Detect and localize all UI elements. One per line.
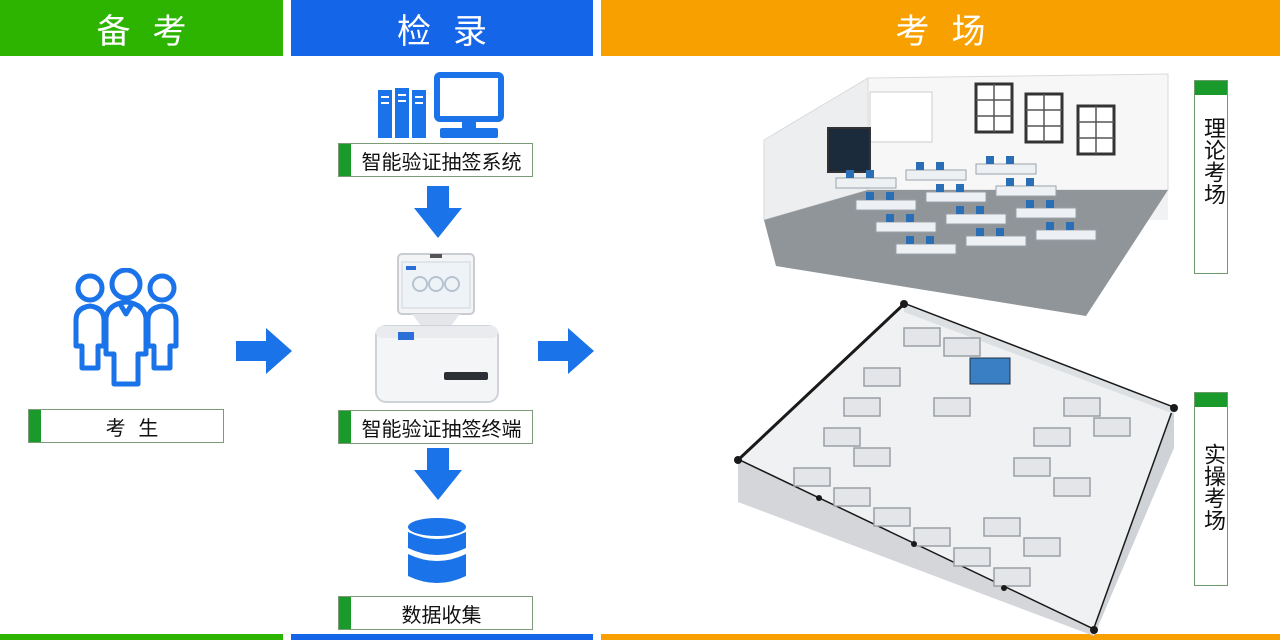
- label-tab: [339, 411, 351, 443]
- theory-hall-label-box: 理论考场: [1194, 80, 1228, 274]
- candidate-label-box: 考 生: [28, 409, 224, 443]
- practical-hall-label-box: 实操考场: [1194, 392, 1228, 586]
- arrow-down-icon: [414, 186, 462, 238]
- server-icon: [378, 88, 426, 138]
- label-tab: [339, 144, 351, 176]
- database-icon: [408, 518, 466, 583]
- candidate-label: 考 生: [105, 415, 159, 440]
- label-tab: [29, 410, 41, 442]
- footer-bar-blue: [291, 634, 593, 640]
- header-prep: 备考: [0, 0, 283, 56]
- label-cap: [1195, 393, 1227, 407]
- label-cap: [1195, 81, 1227, 95]
- data-label-box: 数据收集: [338, 596, 533, 630]
- theory-hall-label: 理论考场: [1200, 117, 1225, 205]
- label-tab: [339, 597, 351, 629]
- header-checkin: 检录: [291, 0, 593, 56]
- header-exam-hall: 考场: [601, 0, 1280, 56]
- terminal-label-box: 智能验证抽签终端: [338, 410, 533, 444]
- system-label: 智能验证抽签系统: [361, 149, 522, 174]
- arrow-right-icon: [538, 328, 594, 374]
- theory-exam-room-image: [763, 73, 1169, 316]
- footer-bar-green: [0, 634, 283, 640]
- people-icon: [73, 268, 179, 387]
- arrow-right-icon: [236, 328, 292, 374]
- header-checkin-label: 检录: [397, 11, 509, 52]
- footer-bar-orange: [601, 634, 1280, 640]
- header-exam-hall-label: 考场: [895, 11, 1008, 52]
- header-prep-label: 备考: [96, 11, 209, 52]
- arrow-down-icon: [414, 448, 462, 500]
- terminal-label: 智能验证抽签终端: [361, 416, 522, 441]
- terminal-device-image: [375, 253, 499, 403]
- data-label: 数据收集: [401, 602, 482, 627]
- practical-exam-room-image: [734, 300, 1178, 636]
- practical-hall-label: 实操考场: [1200, 443, 1225, 531]
- monitor-icon: [434, 72, 504, 138]
- system-label-box: 智能验证抽签系统: [338, 143, 533, 177]
